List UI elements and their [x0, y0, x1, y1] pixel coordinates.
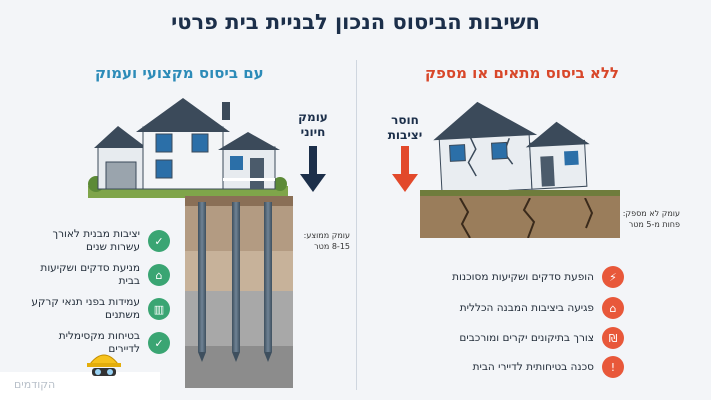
hard-hat-icon: [87, 354, 121, 376]
shield-check-icon: ✓: [148, 332, 170, 354]
pile-tip-3: [264, 352, 272, 362]
stable-house-illustration: [88, 98, 288, 198]
cracked-soil-right: [420, 190, 620, 238]
problem-row-1: ⚡ הופעת סדקים ושקיעות מסוכנות: [434, 266, 624, 288]
left-arrow-label: עומק חיוני: [298, 110, 328, 139]
left-heading: עם ביסוס מקצועי ועמוק: [95, 64, 264, 82]
benefit-row-2: ⌂ מניעת סדקים ושקיעות בבית: [20, 262, 170, 288]
warning-icon: !: [602, 356, 624, 378]
problem-row-4: ! סכנה בטיחותית לדיירי הבית: [434, 356, 624, 378]
watermark-box: הקודמים: [0, 354, 160, 400]
cracked-wall-icon: ⚡: [602, 266, 624, 288]
center-divider: [356, 60, 357, 390]
foundation-pile-3: [264, 202, 272, 352]
page-title: חשיבות הביסוס הנכון לבניית בית פרטי: [171, 10, 540, 34]
soil-cracks: [459, 198, 594, 238]
house-icon: ⌂: [148, 264, 170, 286]
pile-tip-1: [198, 352, 206, 362]
cracked-house-illustration: [433, 101, 590, 202]
problem-row-3: ₪ צורך בתיקונים יקרים ומורכבים: [434, 327, 624, 349]
benefit-row-1: ✓ יציבות מבנית לאורך עשרות שנים: [20, 228, 170, 254]
right-depth-note: עומק לא מספק: פחות מ-5 מטר: [622, 209, 680, 229]
left-depth-note: עומק ממוצע: 8-15 מטר: [303, 231, 350, 251]
foundation-pile-2: [232, 202, 240, 352]
foundation-icon: ▥: [148, 298, 170, 320]
benefit-row-3: ▥ עמידות בפני תנאי קרקע משתנים: [20, 296, 170, 322]
down-arrow-warning-icon: [392, 146, 418, 192]
right-arrow-label: חוסר יציבות: [387, 113, 423, 142]
foundation-pile-1: [198, 202, 206, 352]
money-icon: ₪: [602, 327, 624, 349]
benefit-row-4: ✓ בטיחות מקסימלית לדיירים: [20, 330, 170, 356]
shield-check-icon: ✓: [148, 230, 170, 252]
damaged-house-icon: ⌂: [602, 297, 624, 319]
pile-tip-2: [232, 352, 240, 362]
watermark-text: הקודמים: [14, 378, 56, 391]
problem-row-2: ⌂ פגיעה ביציבות המבנה הכללית: [434, 297, 624, 319]
down-arrow-icon: [300, 146, 326, 192]
right-heading: ללא ביסוס מתאים או מספק: [425, 64, 619, 82]
